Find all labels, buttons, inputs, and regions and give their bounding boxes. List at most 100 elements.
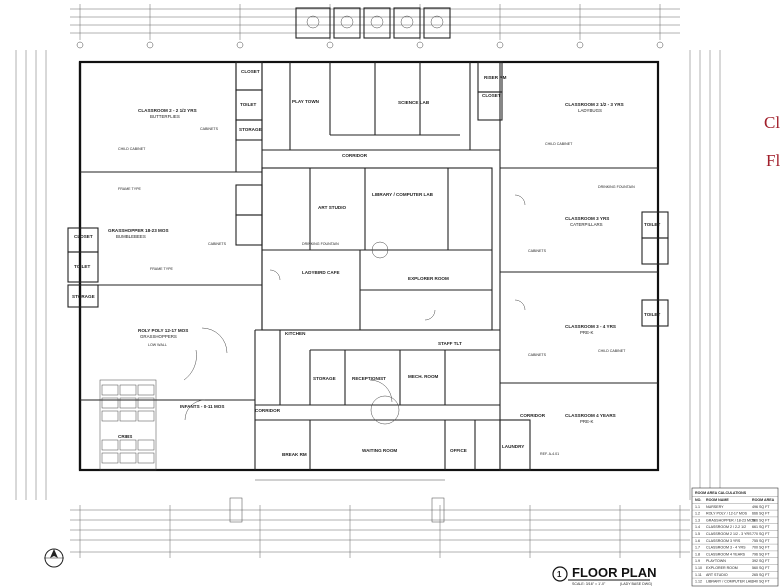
label-toilet-1: TOILET	[240, 102, 256, 107]
area-table-cell: 770 SQ FT	[752, 532, 770, 536]
area-table-cell: 496 SQ FT	[752, 505, 770, 509]
area-table-cell: 265 SQ FT	[752, 573, 770, 577]
label-classroom-2: CLASSROOM 2 - 2 1/2 YRS	[138, 108, 197, 113]
label-play-town: PLAY TOWN	[292, 99, 320, 104]
area-table-header: NO.	[695, 498, 701, 502]
area-table-cell: 1.5	[695, 532, 700, 536]
door-swings	[183, 194, 526, 425]
label-bumblebees: BUMBLEBEES	[116, 234, 146, 239]
label-toilet-right-1: TOILET	[644, 222, 660, 227]
area-table-cell: ROLY POLY / 12-17 MOS	[706, 512, 748, 516]
label-art-studio: ART STUDIO	[318, 205, 346, 210]
area-table-cell: 755 SQ FT	[752, 539, 770, 543]
note-ref: REF. A-4.01	[540, 452, 559, 456]
area-table-cell: CLASSROOM 2 / 2-2 1/2	[706, 525, 746, 529]
drawing-title: FLOOR PLAN	[572, 565, 657, 580]
area-table-header: ROOM NAME	[706, 498, 729, 502]
area-table-cell: 1.11	[695, 573, 702, 577]
note-cabinets-3: CABINETS	[528, 249, 547, 253]
label-riser: RISER RM	[484, 75, 507, 80]
drawing-scale: SCALE: 3/16" = 1'-0"	[572, 582, 606, 586]
area-table-cell: NURSERY	[706, 505, 724, 509]
label-ladybugs: LADYBUGS	[578, 108, 602, 113]
label-classroom-34: CLASSROOM 3 - 4 YRS	[565, 324, 616, 329]
area-table-cell: LIBRARY / COMPUTER LAB	[706, 580, 753, 584]
label-corridor-left: CORRIDOR	[255, 408, 281, 413]
label-closet-1: CLOSET	[241, 69, 260, 74]
note-low-wall: LOW WALL	[148, 343, 167, 347]
area-table-cell: CLASSROOM 3 - 4 YRS	[706, 546, 746, 550]
drawing-title-block: 1 FLOOR PLAN SCALE: 3/16" = 1'-0" (LADY …	[552, 565, 657, 586]
sheet-note: (LADY BASE DWG)	[620, 582, 652, 586]
label-caterpillars: CATERPILLARS	[570, 222, 603, 227]
area-table-cell: 1.8	[695, 552, 700, 556]
label-classroom-212-3: CLASSROOM 2 1/2 - 3 YRS	[565, 102, 624, 107]
note-child-cabinet-2: CHILD CABINET	[545, 142, 573, 146]
label-kitchen: KITCHEN	[285, 331, 306, 336]
note-child-cabinet-1: CHILD CABINET	[118, 147, 146, 151]
area-table-cell: 560 SQ FT	[752, 566, 770, 570]
area-table-cell: 1.2	[695, 512, 700, 516]
rooftop-units	[295, 7, 451, 39]
label-classroom-4: CLASSROOM 4 YEARS	[565, 413, 616, 418]
area-table-cell: 1.6	[695, 539, 700, 543]
detail-number: 1	[557, 570, 562, 579]
area-table-cell: 1.4	[695, 525, 700, 529]
label-corridor-right: CORRIDOR	[520, 413, 546, 418]
area-table-cell: 340 SQ FT	[752, 580, 770, 584]
label-prek: PRE-K	[580, 330, 593, 335]
area-table-cell: 1.10	[695, 566, 702, 570]
label-explorer: EXPLORER ROOM	[408, 276, 449, 281]
label-waiting: WAITING ROOM	[362, 448, 397, 453]
label-infants: INFANTS - 0-11 MOS	[180, 404, 224, 409]
area-table-cell: CLASSROOM 3 YRS	[706, 539, 741, 543]
exterior-walls	[78, 60, 660, 472]
area-table-cell: 1.12	[695, 580, 702, 584]
label-storage-1: STORAGE	[239, 127, 262, 132]
area-table-cell: CLASSROOM 2 1/2 - 3 YRS	[706, 532, 752, 536]
label-classroom-3: CLASSROOM 3 YRS	[565, 216, 609, 221]
label-laundry: LAUNDRY	[502, 444, 524, 449]
note-cabinets-1: CABINETS	[200, 127, 219, 131]
annotation-notes: CABINETS CHILD CABINET FRAME TYPE CABINE…	[118, 127, 635, 456]
label-butterflies: BUTTERFLIES	[150, 114, 180, 119]
area-table-title: ROOM AREA CALCULATIONS	[695, 491, 747, 495]
label-grasshoppers: GRASSHOPPERS	[140, 334, 177, 339]
area-table-cell: 392 SQ FT	[752, 559, 770, 563]
label-prek-2: PRE-K	[580, 419, 593, 424]
entry-canopy	[229, 479, 445, 523]
note-frame-type-1: FRAME TYPE	[118, 187, 142, 191]
area-table-cell: EXPLORER ROOM	[706, 566, 738, 570]
north-arrow-icon	[44, 548, 64, 568]
area-table-cell: 1.7	[695, 546, 700, 550]
interior-walls	[67, 61, 669, 471]
note-frame-type-2: FRAME TYPE	[150, 267, 174, 271]
area-table-cell: 796 SQ FT	[752, 552, 770, 556]
label-science-lab: SCIENCE LAB	[398, 100, 430, 105]
area-table-cell: 666 SQ FT	[752, 512, 770, 516]
label-cribs: CRIBS	[118, 434, 132, 439]
note-drinking-fountain: DRINKING FOUNTAIN	[302, 242, 339, 246]
note-drinking-fountain-2: DRINKING FOUNTAIN	[598, 185, 635, 189]
area-table-cell: 700 SQ FT	[752, 546, 770, 550]
label-cafe: LADYBIRD CAFE	[302, 270, 340, 275]
area-table-cell: 1.3	[695, 518, 700, 522]
crib-grid	[99, 379, 157, 471]
grid-bubbles	[76, 41, 664, 49]
label-storage-3: STORAGE	[313, 376, 336, 381]
side-heading: Cl Fl	[764, 113, 780, 170]
note-cabinets-2: CABINETS	[208, 242, 227, 246]
side-text-2: Fl	[766, 151, 780, 170]
area-table-cell: 586 SQ FT	[752, 518, 770, 522]
label-toilet-2: TOILET	[74, 264, 90, 269]
label-library: LIBRARY / COMPUTER LAB	[372, 192, 434, 197]
note-cabinets-4: CABINETS	[528, 353, 547, 357]
side-text-1: Cl	[764, 113, 780, 132]
label-closet-right: CLOSET	[482, 93, 501, 98]
area-table-cell: ART STUDIO	[706, 573, 728, 577]
area-table-cell: 1.9	[695, 559, 700, 563]
label-grasshopper: GRASSHOPPER 18-23 MOS	[108, 228, 169, 233]
label-mech: MECH. ROOM	[408, 374, 439, 379]
